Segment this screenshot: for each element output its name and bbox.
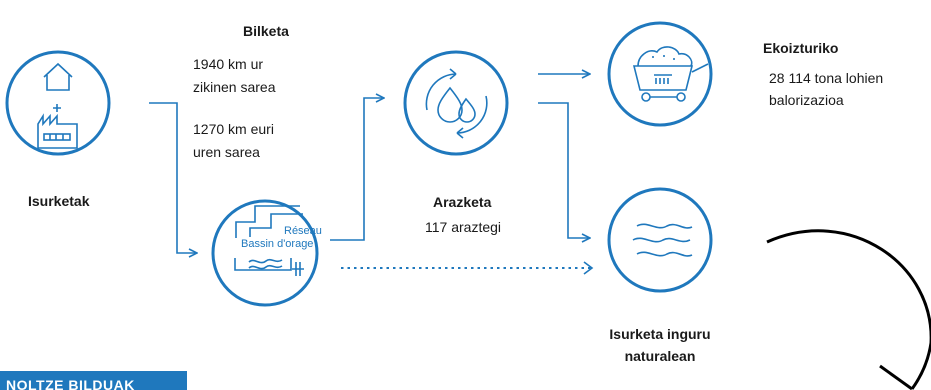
section-badge-label: NOLTZE BILDUAK [6,377,135,390]
treatment-stat: 117 araztegi [425,219,502,235]
section-badge: NOLTZE BILDUAK [0,371,187,390]
curved-arrow-icon [766,229,931,390]
water-drops-cycle-icon [425,68,488,139]
produced-circle [607,21,713,127]
mining-cart-icon [632,46,709,102]
collection-stat2-line2: uren sarea [193,144,260,160]
produced-stat-line2: balorizazioa [769,92,844,108]
produced-title: Ekoizturiko [763,40,839,56]
collection-stat1-line2: zikinen sarea [193,79,276,95]
house-factory-icon [37,62,78,149]
treatment-circle [403,50,509,156]
collection-stat2-line1: 1270 km euri [193,121,274,137]
collection-stat1-line1: 1940 km ur [193,56,264,72]
storm-basin-icon [234,205,304,276]
discharges-circle [5,50,111,156]
basin-label-2: Bassin d'orage [241,238,314,250]
produced-stat-line1: 28 114 tona lohien [769,70,884,86]
basin-to-treatment-arrow [330,98,384,241]
treatment-title: Arazketa [433,194,492,210]
collection-title: Bilketa [243,23,289,39]
release-label-line1: Isurketa inguru [609,326,711,342]
release-circle [607,187,713,293]
treatment-to-release-arrow [538,102,590,238]
release-label-line2: naturalean [624,348,696,364]
waves-icon [632,223,693,257]
basin-circle [211,199,319,307]
basin-label-1: Réseau [284,225,322,237]
discharges-to-basin-arrow [149,102,197,253]
discharges-label: Isurketak [28,193,90,209]
